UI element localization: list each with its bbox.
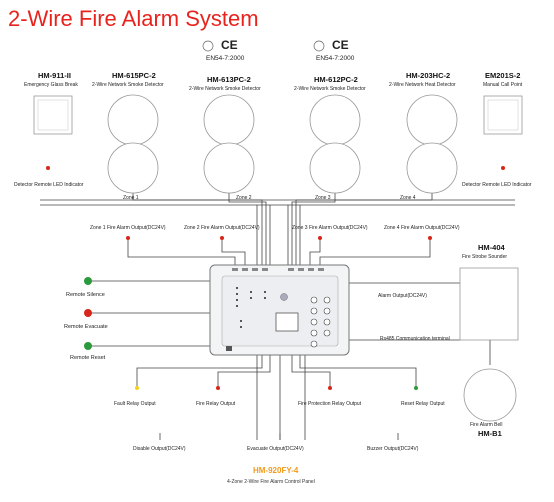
cert-standard-right: EN54-7:2000 xyxy=(316,55,355,62)
protection-relay-label: Fire Protection Relay Output xyxy=(298,401,362,407)
zone-3-output: Zone 3 Fire Alarm Output(DC24V) xyxy=(292,225,368,231)
smoke1-model: HM-615PC-2 xyxy=(112,71,156,80)
alarm-output-label: Alarm Output(DC24V) xyxy=(378,293,427,299)
smoke2-desc: 2-Wire Network Smoke Detector xyxy=(189,86,261,92)
call-point-desc: Manual Call Point xyxy=(483,82,523,88)
ce-mark-right: CE xyxy=(332,38,349,52)
disable-output-label: Disable Output(DC24V) xyxy=(133,446,186,452)
smoke2-model: HM-613PC-2 xyxy=(207,75,251,84)
strobe-model: HM-404 xyxy=(478,243,505,252)
zone-4-output: Zone 4 Fire Alarm Output(DC24V) xyxy=(384,225,460,231)
heat-desc: 2-Wire Network Heat Detector xyxy=(389,82,456,88)
cert-standard-left: EN54-7:2000 xyxy=(206,55,245,62)
zone-4-label: Zone 4 xyxy=(400,195,416,201)
zone-2-output: Zone 2 Fire Alarm Output(DC24V) xyxy=(184,225,260,231)
glass-break-model: HM-911-II xyxy=(38,71,71,80)
heat-model: HM-203HC-2 xyxy=(406,71,451,80)
reset-relay-label: Reset Relay Output xyxy=(401,401,445,407)
evacuate-output-label: Evacuate Output(DC24V) xyxy=(247,446,304,452)
remote-reset-label: Remote Reset xyxy=(70,355,106,361)
glass-break-desc: Emergency Glass Break xyxy=(24,82,78,88)
remote-evacuate-label: Remote Evacuate xyxy=(64,324,108,330)
buzzer-output-label: Buzzer Output(DC24V) xyxy=(367,446,419,452)
smoke1-desc: 2-Wire Network Smoke Detector xyxy=(92,82,164,88)
zone-1-output: Zone 1 Fire Alarm Output(DC24V) xyxy=(90,225,166,231)
ce-mark-left: CE xyxy=(221,38,238,52)
panel-model: HM-920FY-4 xyxy=(253,466,299,475)
fault-relay-label: Fault Relay Output xyxy=(114,401,156,407)
page-title: 2-Wire Fire Alarm System xyxy=(8,6,259,31)
smoke3-desc: 2-Wire Network Smoke Detector xyxy=(294,86,366,92)
bell-model: HM-B1 xyxy=(478,429,502,438)
strobe-desc: Fire Strobe Sounder xyxy=(462,254,508,260)
led-indicator-right: Detector Remote LED Indicator xyxy=(462,182,532,188)
zone-1-label: Zone 1 xyxy=(123,195,139,201)
smoke3-model: HM-612PC-2 xyxy=(314,75,358,84)
zone-2-label: Zone 2 xyxy=(236,195,252,201)
call-point-model: EM201S-2 xyxy=(485,71,521,80)
panel-desc: 4-Zone 2-Wire Fire Alarm Control Panel xyxy=(227,479,315,485)
fire-relay-label: Fire Relay Output xyxy=(196,401,236,407)
rs485-label: Rs485 Communication terminal xyxy=(380,336,450,342)
remote-silence-label: Remote Silence xyxy=(66,292,105,298)
bell-desc: Fire Alarm Bell xyxy=(470,422,503,428)
zone-3-label: Zone 3 xyxy=(315,195,331,201)
led-indicator-left: Detector Remote LED Indicator xyxy=(14,182,84,188)
